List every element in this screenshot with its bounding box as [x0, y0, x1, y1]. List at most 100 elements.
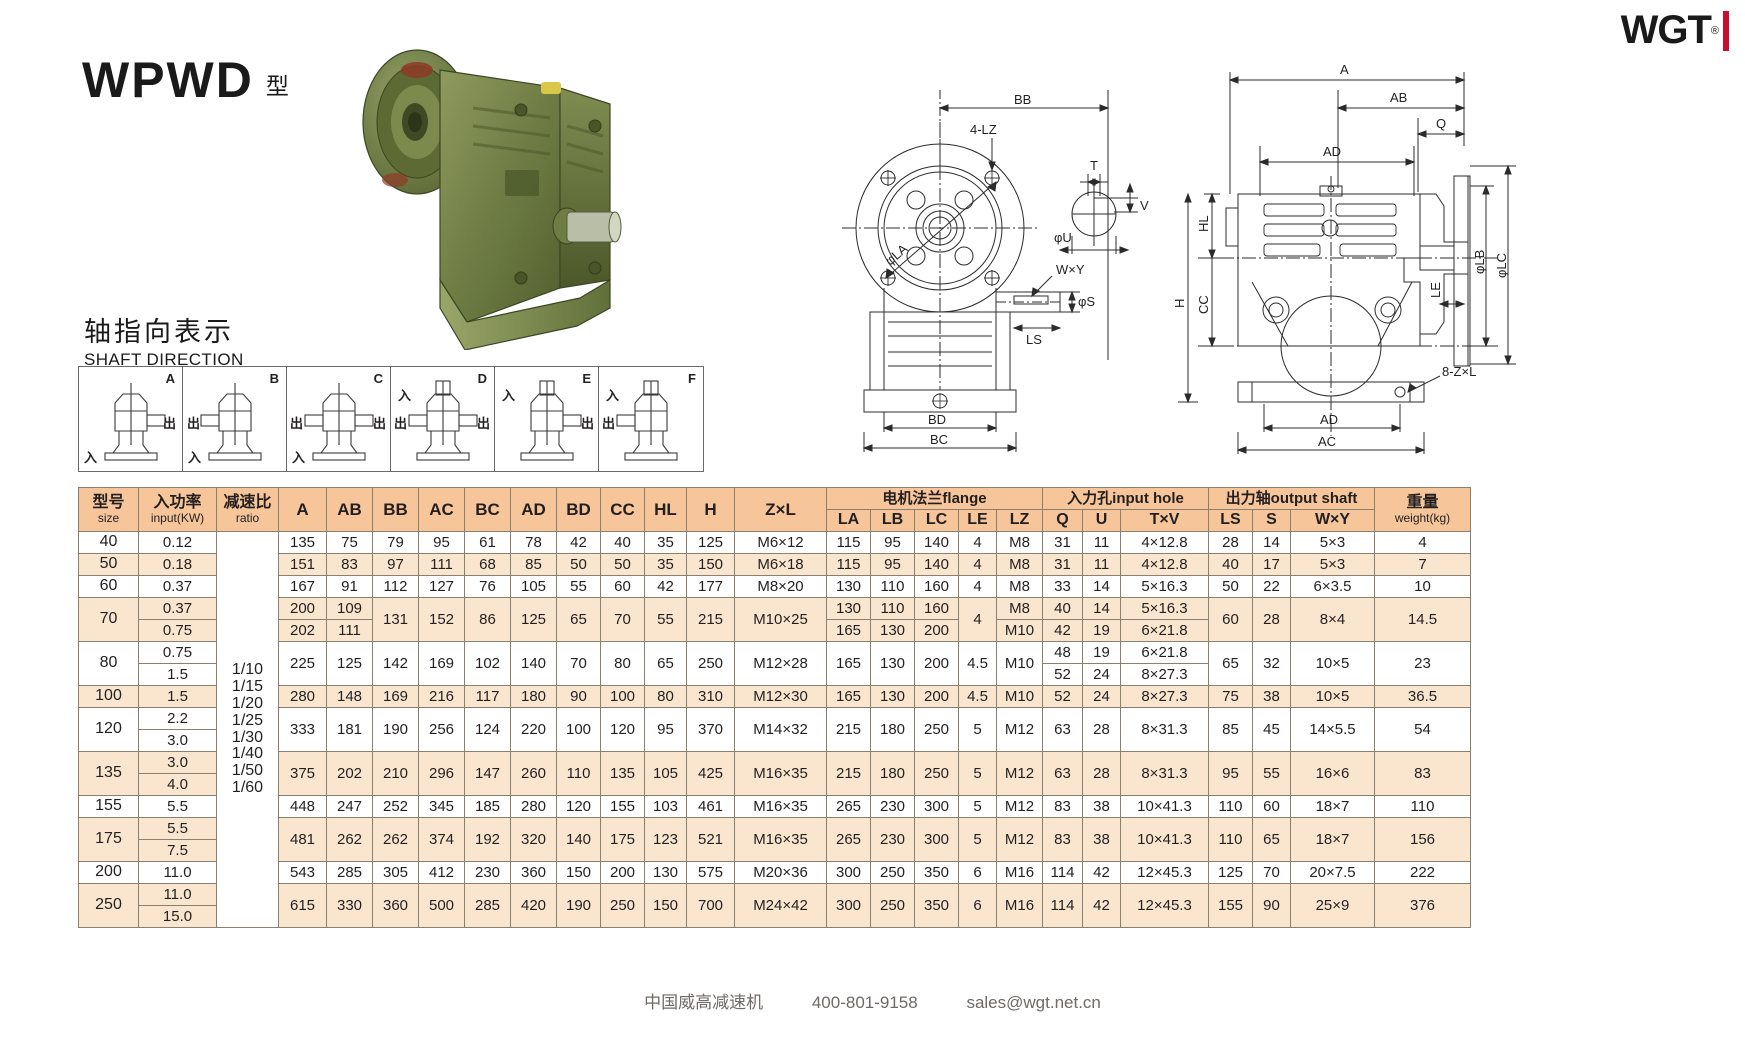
cell-input-power: 3.0: [138, 729, 217, 752]
cell-input-power: 0.37: [138, 597, 217, 620]
cell-flange-lb: 180: [870, 751, 915, 796]
dim-label-bc: BC: [930, 432, 948, 447]
header-input-cn: 入功率: [153, 493, 202, 511]
dim-label-ac: AC: [1318, 434, 1336, 449]
cell-dim-ab: 75: [326, 531, 373, 554]
cell-dim-bc: 102: [464, 641, 511, 686]
cell-input-power: 15.0: [138, 905, 217, 928]
shaft-variant-label: B: [269, 371, 279, 386]
cell-input-power: 7.5: [138, 839, 217, 862]
cell-shaft-ls: 75: [1208, 685, 1253, 708]
cell-dim-cc: 50: [600, 553, 645, 576]
cell-hole-q: 114: [1042, 883, 1083, 928]
cell-flange-lc: 160: [914, 597, 959, 620]
cell-hole-u: 24: [1082, 685, 1121, 708]
cell-flange-le: 5: [958, 707, 997, 752]
cell-flange-lb: 110: [870, 597, 915, 620]
cell-hole-q: 52: [1042, 685, 1083, 708]
cell-shaft-ls: 155: [1208, 883, 1253, 928]
cell-size: 200: [78, 861, 139, 884]
cell-dim-cc: 60: [600, 575, 645, 598]
cell-dim-ac: 296: [418, 751, 465, 796]
dim-label-h: H: [1172, 299, 1187, 308]
cell-input-power: 11.0: [138, 861, 217, 884]
cell-dim-hl: 80: [644, 685, 687, 708]
cell-dim-cc: 100: [600, 685, 645, 708]
cell-size: 80: [78, 641, 139, 686]
cell-weight: 4: [1374, 531, 1471, 554]
cell-flange-lz: M12: [996, 817, 1043, 862]
cell-flange-lc: 350: [914, 861, 959, 884]
ratio-value: 1/40: [231, 745, 264, 763]
header-hole-txv: T×V: [1120, 509, 1209, 532]
shaft-variant-c: C 出 出 入: [287, 367, 391, 471]
shaft-direction-cn: 轴指向表示: [84, 317, 234, 347]
cell-dim-ad: 125: [510, 597, 557, 642]
cell-weight: 83: [1374, 751, 1471, 796]
cell-dim-ac: 152: [418, 597, 465, 642]
dim-label-philb: φLB: [1472, 250, 1487, 274]
cell-dim-zxl: M20×36: [734, 861, 827, 884]
cell-dim-bb: 131: [372, 597, 419, 642]
page-title: WPWD 型: [82, 55, 289, 105]
keyway-detail-drawing: T V φU: [1054, 158, 1149, 254]
company-logo: WGT®: [1621, 8, 1729, 53]
cell-dim-bd: 42: [556, 531, 601, 554]
cell-hole-u: 19: [1082, 619, 1121, 642]
header-dim-bc: BC: [464, 487, 511, 532]
cell-dim-ad: 220: [510, 707, 557, 752]
cell-hole-txv: 6×21.8: [1120, 641, 1209, 664]
cell-flange-lc: 250: [914, 707, 959, 752]
cell-input-power: 3.0: [138, 751, 217, 774]
dim-label-t: T: [1090, 158, 1098, 173]
cell-flange-le: 6: [958, 883, 997, 928]
cell-dim-ad: 140: [510, 641, 557, 686]
cell-dim-bb: 142: [372, 641, 419, 686]
cell-hole-txv: 8×27.3: [1120, 663, 1209, 686]
cell-shaft-wxy: 10×5: [1290, 685, 1375, 708]
shaft-out-label: 出: [476, 416, 490, 431]
cell-flange-lb: 95: [870, 531, 915, 554]
cell-input-power: 0.75: [138, 641, 217, 664]
front-view-drawing: BB 4-LZ φLA W×Y φS LS BD BC: [842, 90, 1110, 452]
cell-flange-lz: M10: [996, 619, 1043, 642]
shaft-variant-a: A 出 入: [79, 367, 183, 471]
cell-flange-lb: 230: [870, 817, 915, 862]
cell-flange-lz: M10: [996, 641, 1043, 686]
cell-dim-bd: 150: [556, 861, 601, 884]
cell-dim-hl: 130: [644, 861, 687, 884]
cell-hole-txv: 5×16.3: [1120, 597, 1209, 620]
cell-hole-q: 63: [1042, 707, 1083, 752]
dim-label-ab: AB: [1390, 90, 1407, 105]
cell-dim-ab: 148: [326, 685, 373, 708]
cell-flange-lc: 200: [914, 619, 959, 642]
footer-email: sales@wgt.net.cn: [966, 993, 1101, 1012]
cell-flange-la: 300: [826, 883, 871, 928]
cell-dim-hl: 150: [644, 883, 687, 928]
cell-dim-bd: 55: [556, 575, 601, 598]
cell-input-power: 0.12: [138, 531, 217, 554]
product-photo: [362, 49, 622, 350]
registered-mark: ®: [1710, 24, 1719, 37]
shaft-out-label: 出: [187, 416, 201, 431]
cell-shaft-s: 60: [1252, 795, 1291, 818]
cell-flange-lz: M8: [996, 553, 1043, 576]
dim-label-cc: CC: [1196, 295, 1211, 314]
header-weight-en: weight(kg): [1394, 510, 1451, 525]
cell-weight: 14.5: [1374, 597, 1471, 642]
cell-dim-ac: 412: [418, 861, 465, 884]
model-suffix: 型: [265, 73, 289, 99]
cell-flange-le: 4: [958, 531, 997, 554]
header-input-power: 入功率 input(KW): [138, 487, 217, 532]
cell-dim-h: 575: [686, 861, 735, 884]
shaft-variant-e: E 入 出: [495, 367, 599, 471]
cell-flange-lc: 300: [914, 817, 959, 862]
cell-dim-hl: 35: [644, 531, 687, 554]
cell-hole-txv: 6×21.8: [1120, 619, 1209, 642]
cell-dim-bb: 169: [372, 685, 419, 708]
header-shaft-wxy: W×Y: [1290, 509, 1375, 532]
